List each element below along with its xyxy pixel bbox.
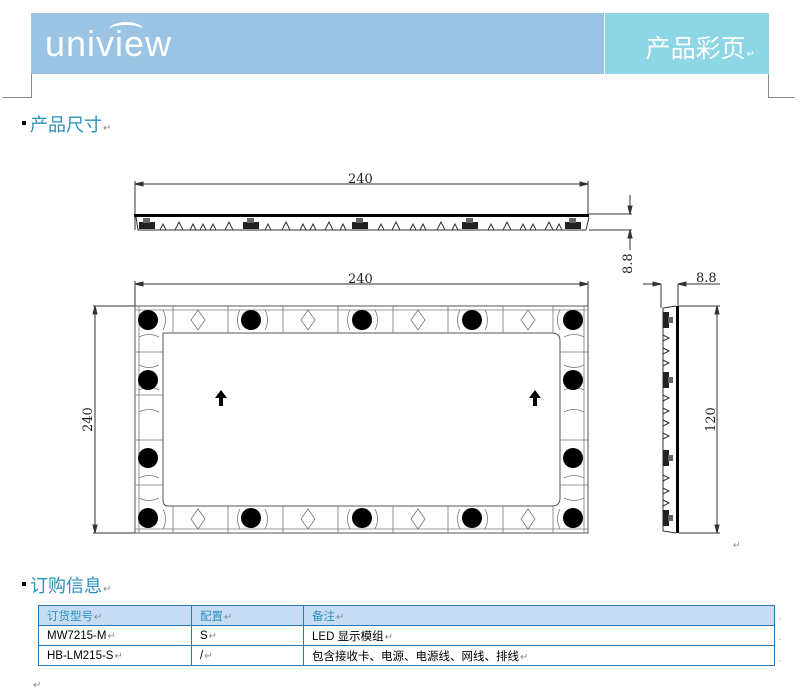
header-cell-model: 订货型号↵ bbox=[38, 605, 192, 626]
bullet-icon bbox=[22, 121, 26, 125]
page-corner-left bbox=[2, 74, 32, 98]
row-end-mark: . bbox=[779, 654, 782, 663]
paragraph-mark: ↵ bbox=[733, 541, 741, 551]
section-heading-ordering: 订购信息↵ bbox=[22, 572, 111, 598]
top-thickness-label: 8.8 bbox=[621, 253, 636, 274]
header-title-block: 产品彩页↵ bbox=[605, 13, 769, 74]
cell-config: /↵ bbox=[191, 645, 304, 666]
bullet-icon bbox=[22, 582, 26, 586]
section-heading-dimensions: 产品尺寸↵ bbox=[22, 111, 111, 137]
row-end-mark: . bbox=[779, 633, 782, 642]
top-width-label: 240 bbox=[348, 172, 373, 187]
side-height-label: 120 bbox=[704, 407, 719, 432]
header-cell-config: 配置↵ bbox=[191, 605, 304, 626]
uniview-logo: uniview bbox=[45, 23, 173, 64]
side-thickness-label: 8.8 bbox=[696, 271, 717, 286]
dimension-drawing: 240 240 240 8.8 8.8 120 ↵ bbox=[81, 172, 741, 551]
order-table: 订货型号↵ 配置↵ 备注↵ MW7215-M↵ S↵ LED 显示模组↵ HB-… bbox=[38, 605, 775, 666]
header-banner: uniview bbox=[31, 13, 604, 74]
table-row: MW7215-M↵ S↵ LED 显示模组↵ bbox=[38, 625, 775, 646]
table-row: HB-LM215-S↵ /↵ 包含接收卡、电源、电源线、网线、排线↵ bbox=[38, 645, 775, 666]
cell-config: S↵ bbox=[191, 625, 304, 646]
paragraph-mark: ↵ bbox=[33, 680, 42, 691]
cell-model: HB-LM215-S↵ bbox=[38, 645, 192, 666]
page-title: 产品彩页↵ bbox=[645, 34, 755, 63]
table-header-row: 订货型号↵ 配置↵ 备注↵ bbox=[38, 605, 775, 626]
front-width-label: 240 bbox=[348, 272, 373, 287]
cell-notes: LED 显示模组↵ bbox=[303, 625, 775, 646]
row-end-mark: . bbox=[779, 612, 782, 621]
page-corner-right bbox=[768, 74, 795, 98]
header-cell-notes: 备注↵ bbox=[303, 605, 775, 626]
cell-notes: 包含接收卡、电源、电源线、网线、排线↵ bbox=[303, 645, 775, 666]
cell-model: MW7215-M↵ bbox=[38, 625, 192, 646]
logo-arc-icon bbox=[109, 22, 143, 37]
front-height-label: 240 bbox=[81, 407, 96, 432]
